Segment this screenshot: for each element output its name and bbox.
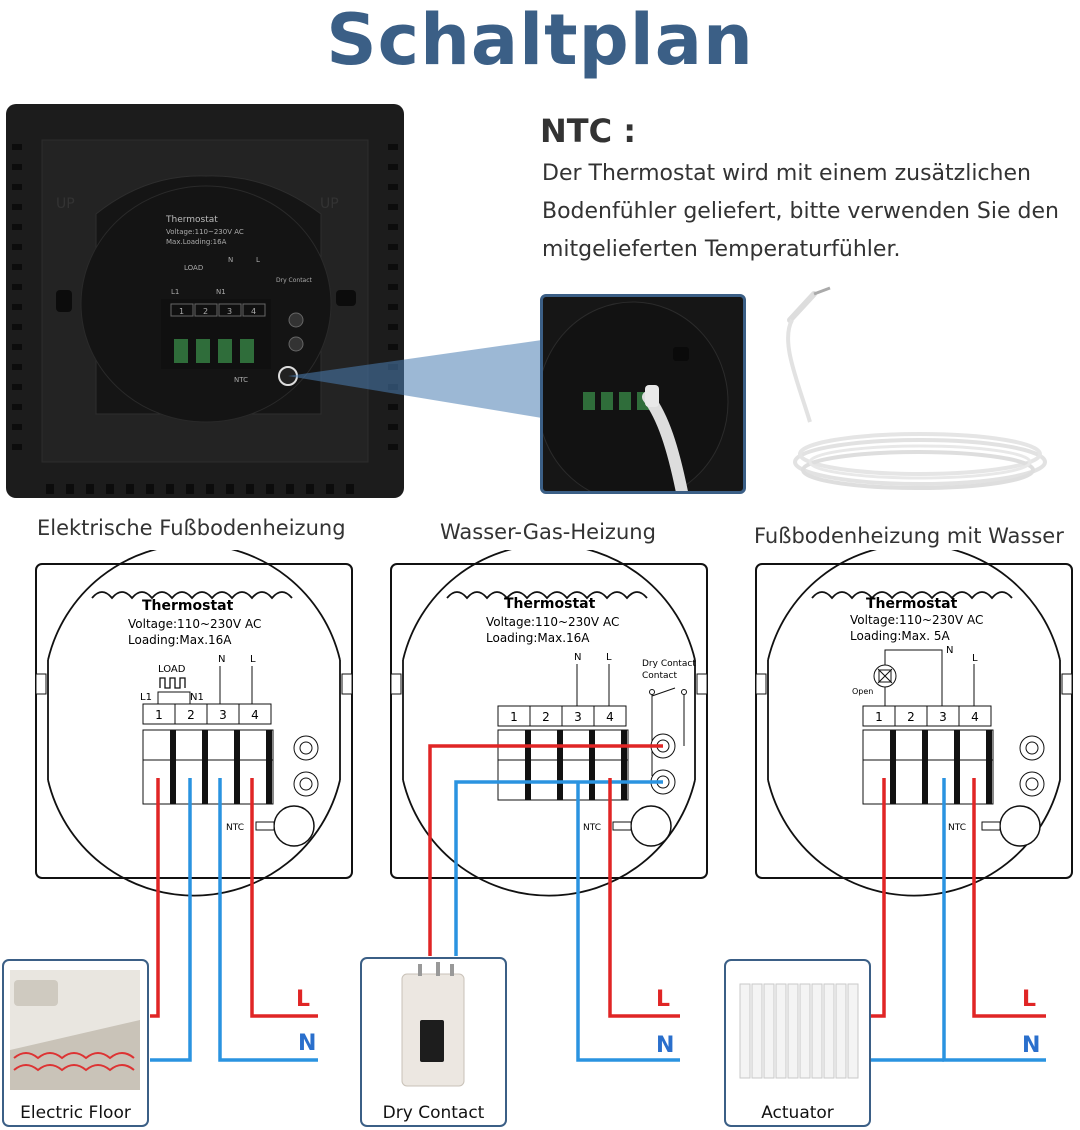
photo-terminal-4: 4 — [251, 307, 256, 316]
p2-ntc-label: NTC — [583, 823, 601, 833]
p1-supply-n: N — [298, 1031, 316, 1056]
device-actuator-radiator — [724, 959, 871, 1127]
photo-l1-label: L1 — [171, 288, 179, 296]
dry-contact-label: Dry Contact — [382, 1103, 485, 1123]
p2-dry-contact-label: Dry Contact — [642, 659, 696, 669]
caption-electric-floor-heating: Elektrische Fußbodenheizung — [37, 516, 346, 540]
electric-floor-label: Electric Floor — [20, 1103, 131, 1123]
photo-dry-contact-label: Dry Contact — [276, 277, 313, 284]
p1-ntc-label: NTC — [226, 823, 244, 833]
device-dry-contact-heater — [360, 957, 507, 1127]
zoom-inset — [540, 294, 746, 494]
p3-supply-n: N — [1022, 1033, 1040, 1058]
p3-loading-label: Loading:Max. 5A — [850, 629, 950, 643]
photo-n-label: N — [228, 256, 233, 264]
photo-load-label: LOAD — [184, 264, 203, 272]
photo-up-label-left: UP — [56, 196, 75, 212]
p3-open-label: Open — [852, 687, 873, 696]
panel-electric-floor: Thermostat Voltage:110~230V AC Loading:M… — [35, 550, 353, 897]
photo-terminal-2: 2 — [203, 307, 208, 316]
photo-voltage-label: Voltage:110~230V AC — [166, 228, 244, 236]
photo-terminal-3: 3 — [227, 307, 232, 316]
p2-wires — [428, 744, 680, 1062]
p2-supply-l: L — [656, 987, 670, 1012]
ntc-sensor-cable — [786, 286, 1047, 490]
photo-terminal-1: 1 — [179, 307, 184, 316]
p1-load-label: LOAD — [158, 664, 186, 675]
p3-terminal-4: 4 — [971, 710, 979, 724]
p3-l-label: L — [972, 653, 978, 664]
p3-wires — [870, 778, 1046, 1062]
p1-wires — [150, 778, 318, 1062]
p3-thermostat-label: Thermostat — [866, 596, 958, 612]
p3-ntc-label: NTC — [948, 823, 966, 833]
p1-thermostat-label: Thermostat — [142, 598, 234, 614]
p1-l-label: L — [250, 654, 256, 665]
p2-contact-label: Contact — [642, 671, 677, 681]
p1-terminal-1: 1 — [155, 708, 163, 722]
actuator-label: Actuator — [761, 1103, 834, 1123]
p1-supply-l: L — [296, 987, 310, 1012]
p1-loading-label: Loading:Max.16A — [128, 633, 232, 647]
ntc-heading: NTC : — [540, 112, 637, 150]
p3-terminal-3: 3 — [939, 710, 947, 724]
p2-supply-n: N — [656, 1033, 674, 1058]
device-electric-floor — [2, 959, 149, 1127]
photo-thermostat-label: Thermostat — [165, 215, 218, 225]
panel-water-gas: Thermostat Voltage:110~230V AC Loading:M… — [390, 550, 708, 897]
p2-n-label: N — [574, 652, 581, 663]
p1-terminal-3: 3 — [219, 708, 227, 722]
p1-terminal-4: 4 — [251, 708, 259, 722]
panel-water-floor: Thermostat Voltage:110~230V AC Loading:M… — [755, 550, 1073, 897]
caption-water-gas-heating: Wasser-Gas-Heizung — [440, 520, 656, 544]
wiring-diagrams: Thermostat Voltage:110~230V AC Loading:M… — [2, 550, 1073, 1127]
p3-voltage-label: Voltage:110~230V AC — [850, 613, 983, 627]
p1-n-label: N — [218, 654, 225, 665]
p2-loading-label: Loading:Max.16A — [486, 631, 590, 645]
p1-n1-label: N1 — [190, 692, 204, 703]
zoom-beam — [288, 340, 542, 418]
p3-n-label: N — [946, 645, 953, 656]
p2-terminal-1: 1 — [510, 710, 518, 724]
p2-terminal-2: 2 — [542, 710, 550, 724]
p2-voltage-label: Voltage:110~230V AC — [486, 615, 619, 629]
caption-water-floor-heating: Fußbodenheizung mit Wasser — [754, 524, 1064, 548]
p1-terminal-2: 2 — [187, 708, 195, 722]
p2-l-label: L — [606, 652, 612, 663]
photo-up-label-right: UP — [320, 196, 339, 212]
p1-voltage-label: Voltage:110~230V AC — [128, 617, 261, 631]
thermostat-back-photo: 1 2 3 4 Thermostat Voltage:110~230V AC M… — [6, 104, 404, 498]
page-title: Schaltplan — [326, 0, 754, 81]
photo-loading-label: Max.Loading:16A — [166, 238, 227, 246]
ntc-description: Der Thermostat wird mit einem zusätzlich… — [542, 161, 1059, 262]
p2-terminal-4: 4 — [606, 710, 614, 724]
p2-terminal-3: 3 — [574, 710, 582, 724]
p3-terminal-2: 2 — [907, 710, 915, 724]
p2-thermostat-label: Thermostat — [504, 596, 596, 612]
p1-l1-label: L1 — [140, 692, 152, 703]
p3-terminal-1: 1 — [875, 710, 883, 724]
photo-n1-label: N1 — [216, 288, 226, 296]
photo-l-label: L — [256, 256, 260, 264]
p3-supply-l: L — [1022, 987, 1036, 1012]
photo-ntc-label: NTC — [234, 376, 248, 384]
